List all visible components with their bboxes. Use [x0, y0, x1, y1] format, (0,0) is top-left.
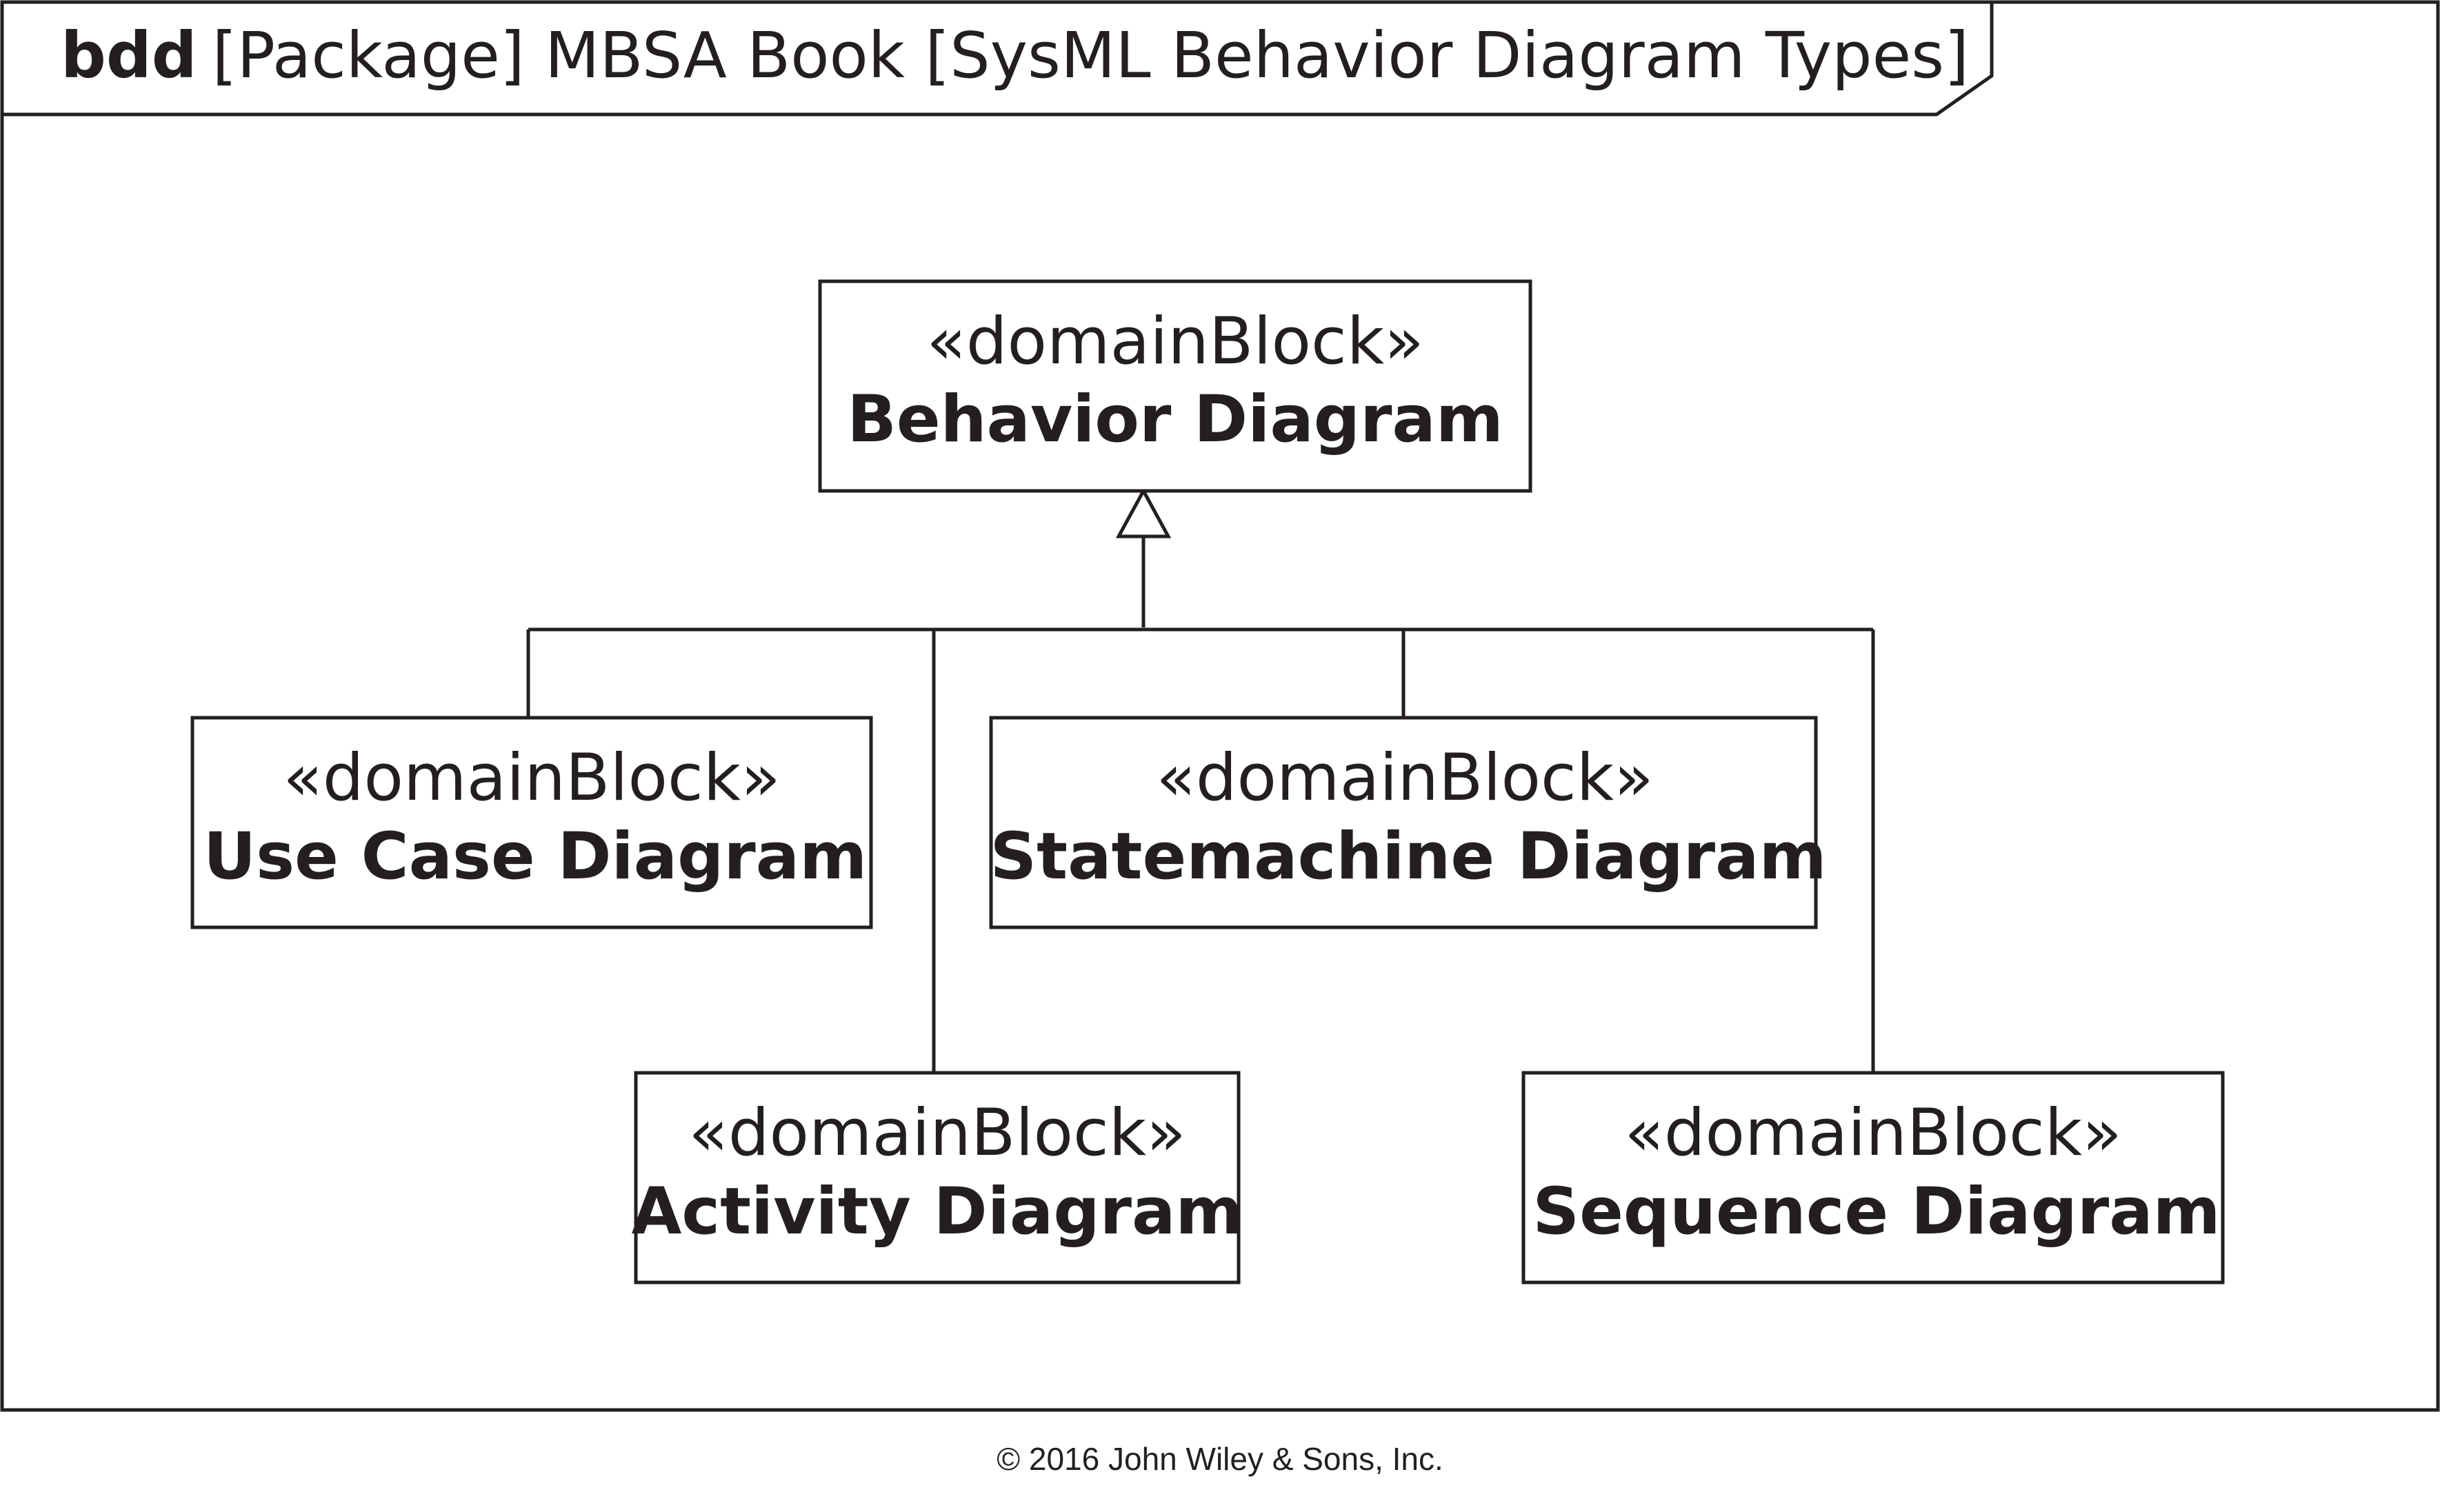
block-statemachine-diagram[interactable]: «domainBlock» Statemachine Diagram	[989, 716, 1827, 929]
block-box	[818, 279, 1532, 493]
block-name: Statemachine Diagram	[990, 819, 1826, 894]
block-box	[1521, 1071, 2225, 1284]
frame-border	[0, 0, 2440, 1412]
block-stereotype: «domainBlock»	[1624, 1096, 2121, 1171]
block-sequence-diagram[interactable]: «domainBlock» Sequence Diagram	[1521, 1071, 2225, 1284]
block-box	[989, 716, 1818, 929]
block-behavior-diagram[interactable]: «domainBlock» Behavior Diagram	[818, 279, 1532, 493]
frame-kind: bdd	[61, 19, 197, 92]
block-name: Use Case Diagram	[203, 819, 867, 894]
block-stereotype: «domainBlock»	[283, 740, 780, 816]
block-box	[634, 1071, 1241, 1284]
frame-title-text: [Package] MBSA Book [SysML Behavior Diag…	[212, 19, 1969, 92]
block-stereotype: «domainBlock»	[1156, 740, 1653, 816]
block-name: Activity Diagram	[632, 1174, 1243, 1249]
block-stereotype: «domainBlock»	[926, 304, 1423, 379]
diagram-frame: bdd[Package] MBSA Book [SysML Behavior D…	[0, 0, 2440, 1412]
block-stereotype: «domainBlock»	[688, 1096, 1186, 1171]
copyright-notice: © 2016 John Wiley & Sons, Inc.	[997, 1441, 1443, 1477]
block-name: Sequence Diagram	[1532, 1174, 2220, 1249]
block-use-case-diagram[interactable]: «domainBlock» Use Case Diagram	[190, 716, 873, 929]
block-name: Behavior Diagram	[847, 382, 1503, 457]
block-box	[190, 716, 873, 929]
block-activity-diagram[interactable]: «domainBlock» Activity Diagram	[632, 1071, 1243, 1284]
frame-name-tab	[2, 2, 1994, 117]
frame-title: bdd[Package] MBSA Book [SysML Behavior D…	[61, 19, 1969, 92]
generalization-tree	[526, 487, 1875, 1073]
generalization-arrowhead	[1115, 487, 1172, 538]
